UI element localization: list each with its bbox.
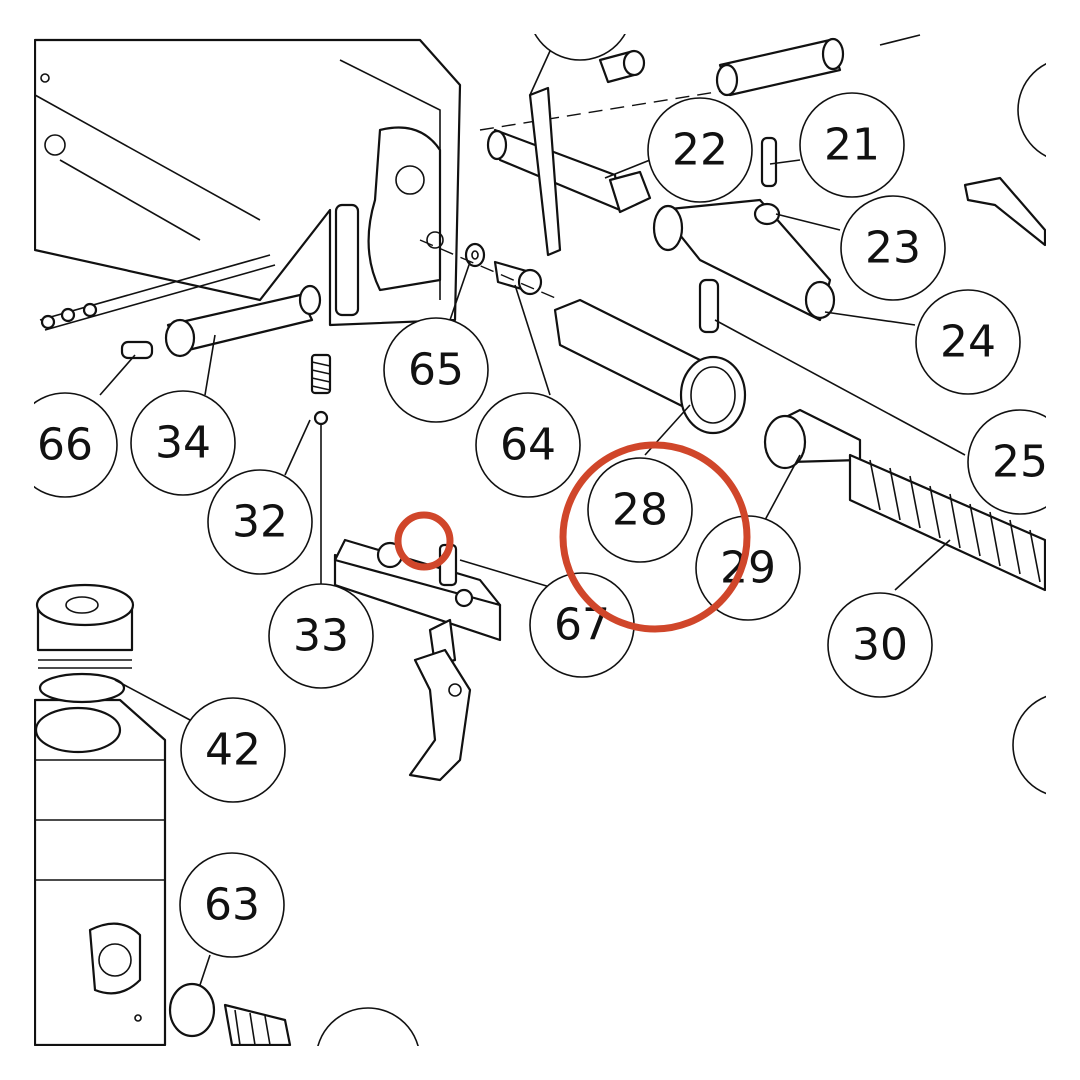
trigger-group-67 xyxy=(333,538,502,782)
bolt-24 xyxy=(652,198,836,322)
bushing-23 xyxy=(753,202,781,226)
callout-21-label: 21 xyxy=(824,120,880,171)
callout-30-label: 30 xyxy=(852,620,908,671)
callout-42-label: 42 xyxy=(205,725,261,776)
cap-42 xyxy=(35,583,135,704)
callout-32: 32 xyxy=(207,469,313,575)
highlight-circle-large xyxy=(559,441,751,633)
callout-33-label: 33 xyxy=(293,611,349,662)
callout-33: 33 xyxy=(268,583,374,689)
callout-24-label: 24 xyxy=(940,317,996,368)
callout-25-label: 25 xyxy=(992,437,1048,488)
rod-assembly-left xyxy=(39,254,322,360)
callout-63-label: 63 xyxy=(204,880,260,931)
callout-66-label: 66 xyxy=(37,420,93,471)
leader-lines xyxy=(99,39,966,986)
callout-28: 28 xyxy=(587,457,693,563)
callout-29: 29 xyxy=(695,515,801,621)
callout-28-label: 28 xyxy=(612,485,668,536)
piston-28 xyxy=(553,298,747,435)
bushing-64 xyxy=(493,260,543,296)
callout-23: 23 xyxy=(840,195,946,301)
fitting-63 xyxy=(168,982,292,1047)
callout-64-label: 64 xyxy=(500,420,556,471)
lower-block xyxy=(33,698,167,1047)
pin-25 xyxy=(698,278,720,334)
callout-67: 67 xyxy=(529,572,635,678)
callout-23-label: 23 xyxy=(865,223,921,274)
callout-32-label: 32 xyxy=(232,497,288,548)
callout-30: 30 xyxy=(827,592,933,698)
hammer-pin-22 xyxy=(486,86,652,257)
pin-top xyxy=(598,34,921,97)
receiver-body xyxy=(33,38,462,327)
callout-42: 42 xyxy=(180,697,286,803)
callout-65-label: 65 xyxy=(408,345,464,396)
spring-32 xyxy=(310,353,332,426)
callout-67-label: 67 xyxy=(554,600,610,651)
callout-65: 65 xyxy=(383,317,489,423)
callout-22: 22 xyxy=(647,97,753,203)
callout-24: 24 xyxy=(915,289,1021,395)
callout-63: 63 xyxy=(179,852,285,958)
pin-21 xyxy=(760,136,778,188)
guide-29 xyxy=(763,408,862,470)
callout-22-label: 22 xyxy=(672,125,728,176)
axis-line xyxy=(479,84,761,131)
callout-21: 21 xyxy=(799,92,905,198)
highlight-circle-small xyxy=(394,511,454,571)
callout-34: 34 xyxy=(130,390,236,496)
lever-right xyxy=(963,176,1047,247)
callout-34-label: 34 xyxy=(155,418,211,469)
callout-64: 64 xyxy=(475,392,581,498)
callout-66: 66 xyxy=(12,392,118,498)
spring-30 xyxy=(848,453,1047,592)
bushing-65 xyxy=(464,242,486,268)
